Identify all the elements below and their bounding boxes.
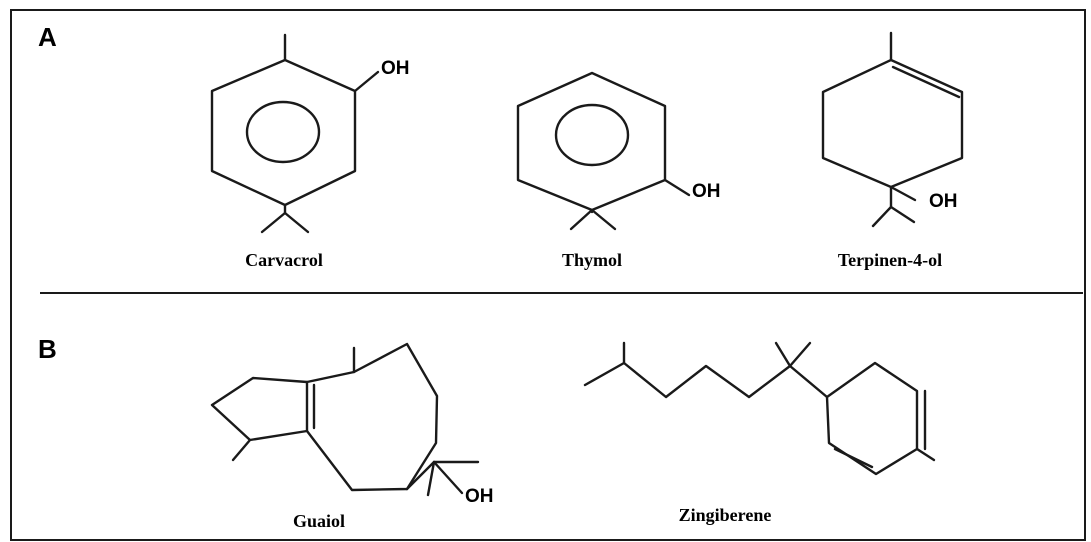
thymol-isopropyl-left — [569, 208, 594, 231]
carvacrol-isopropyl-right — [283, 211, 310, 234]
panel-label-b: B — [38, 334, 57, 364]
thymol-isopropyl-right — [590, 208, 617, 231]
thymol-name: Thymol — [562, 250, 622, 270]
terpinenol-oh-label: OH — [929, 191, 958, 212]
structure-carvacrol — [210, 33, 380, 234]
carvacrol-isopropyl-left — [260, 211, 287, 234]
terpinenol-isopropyl-right — [889, 205, 916, 224]
guaiol-name: Guaiol — [293, 511, 345, 531]
thymol-oh-label: OH — [692, 181, 721, 202]
guaiol-seven-ring — [305, 342, 439, 492]
thymol-ring — [516, 71, 667, 212]
zingiberene-ring — [825, 361, 919, 476]
carvacrol-aromatic-circle — [245, 100, 321, 164]
figure-frame — [10, 9, 1086, 541]
guaiol-side-methyl-down — [426, 460, 436, 497]
zingiberene-methyl-right — [788, 341, 812, 368]
zingiberene-ring-methyl — [915, 447, 936, 462]
terpinenol-isopropyl-left — [871, 205, 893, 228]
terpinenol-oh-bond — [889, 185, 917, 202]
terpinenol-double-bond — [891, 65, 961, 99]
guaiol-oh-bond — [432, 460, 464, 495]
guaiol-methyl-bottom — [231, 438, 252, 462]
zingiberene-name: Zingiberene — [679, 505, 772, 525]
thymol-oh-bond — [663, 178, 691, 197]
carvacrol-name: Carvacrol — [245, 250, 323, 270]
guaiol-five-ring — [210, 376, 309, 442]
terpinenol-ring — [821, 58, 964, 189]
guaiol-oh-label: OH — [465, 486, 494, 507]
carvacrol-oh-label: OH — [381, 58, 410, 79]
structure-guaiol — [210, 342, 480, 497]
zingiberene-double-bond-bottom — [833, 447, 874, 469]
carvacrol-ring — [210, 58, 357, 207]
zingiberene-chain — [583, 361, 829, 399]
structure-thymol — [516, 71, 691, 231]
structure-zingiberene — [583, 341, 936, 476]
thymol-aromatic-circle — [554, 103, 630, 167]
panel-label-a: A — [38, 22, 57, 52]
zingiberene-methyl-left — [774, 341, 792, 368]
carvacrol-oh-bond — [353, 70, 380, 93]
terpinenol-name: Terpinen-4-ol — [838, 250, 942, 270]
guaiol-side-bond — [405, 460, 436, 491]
structure-terpinen-4-ol — [821, 31, 964, 228]
